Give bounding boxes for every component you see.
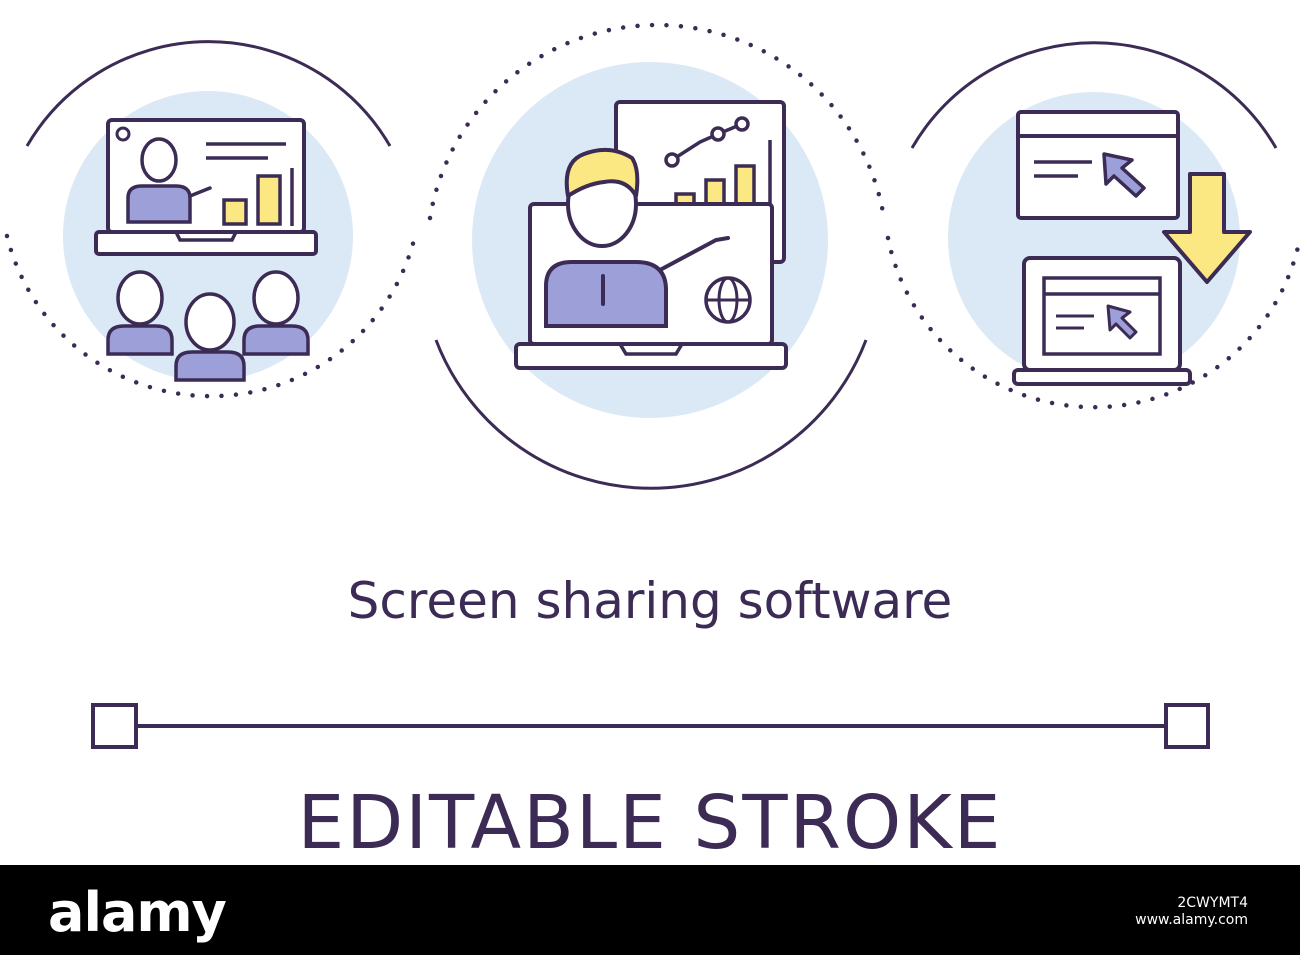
right-solid-arc — [910, 41, 1278, 149]
center-dotted-arc — [427, 22, 887, 221]
audience-icon — [106, 270, 310, 382]
image-id-block: 2CWYMT4 www.alamy.com — [1135, 895, 1248, 929]
ruler-handle-right — [1164, 703, 1210, 749]
concept-title: Screen sharing software — [347, 572, 953, 630]
screen-transfer-icon — [1012, 110, 1252, 386]
editable-stroke-ruler — [91, 703, 1210, 749]
presenter-laptop-icon — [514, 100, 788, 370]
watermark-footer: alamy 2CWYMT4 www.alamy.com — [0, 865, 1300, 955]
left-dotted-arc — [4, 233, 418, 399]
right-icon-group — [885, 41, 1300, 410]
left-solid-arc — [25, 40, 392, 147]
image-id: 2CWYMT4 — [1177, 895, 1248, 911]
alamy-logo: alamy — [48, 881, 227, 944]
editable-stroke-label: EDITABLE STROKE — [297, 780, 1003, 866]
video-presentation-icon — [94, 118, 318, 256]
center-icon-group — [427, 22, 887, 490]
left-icon-group — [4, 40, 418, 399]
center-solid-arc — [434, 339, 868, 490]
right-dotted-arc — [885, 235, 1300, 410]
concept-illustration — [4, 22, 1300, 749]
site-url: www.alamy.com — [1135, 912, 1248, 928]
ruler-handle-left — [91, 703, 138, 749]
